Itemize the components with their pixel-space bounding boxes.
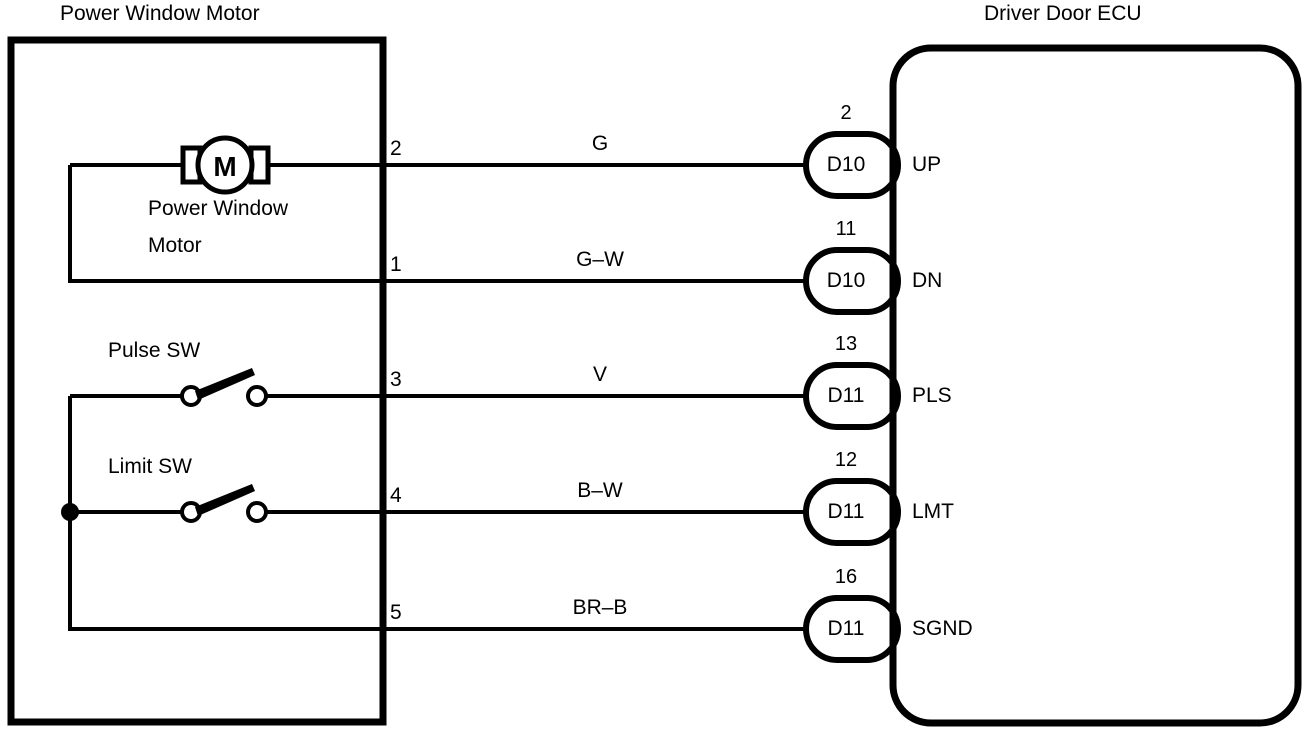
svg-text:M: M: [213, 151, 236, 182]
power-window-motor-enclosure: [7, 36, 387, 726]
connector-id-pls: D11: [827, 384, 865, 407]
ecu-signal-sgnd: SGND: [912, 617, 973, 640]
pulse-switch-symbol: [180, 368, 268, 407]
wire-color-code-3: V: [592, 363, 607, 386]
wire-color-code-5: BR–B: [572, 596, 628, 619]
motor-label-line1: Power Window: [148, 197, 289, 220]
motor-symbol: M: [180, 135, 271, 195]
terminal-number-2: 2: [390, 137, 402, 160]
connector-oval-d11-lmt: [803, 478, 901, 546]
terminal-number-5: 5: [390, 601, 402, 624]
motor-loop-wire: [68, 163, 383, 283]
wire-color-code-2: G: [591, 132, 609, 155]
power-window-motor-title: Power Window Motor: [60, 2, 260, 25]
ecu-pin-number-lmt: 12: [834, 449, 858, 471]
terminal-number-3: 3: [390, 368, 402, 391]
terminal-number-1: 1: [390, 253, 402, 276]
connector-oval-d11-sgnd: [803, 595, 901, 663]
ecu-signal-pls: PLS: [912, 384, 952, 407]
ecu-pin-number-up: 2: [840, 102, 852, 124]
connector-oval-d10-up: [803, 131, 901, 199]
wire-color-code-4: B–W: [577, 479, 623, 502]
switch-common-rail-wire: [68, 396, 383, 631]
connector-id-sgnd: D11: [827, 617, 865, 640]
junction-dot: [61, 503, 79, 521]
terminal-number-4: 4: [390, 484, 402, 507]
pulse-switch-label: Pulse SW: [108, 339, 201, 362]
motor-label-line2: Motor: [148, 234, 202, 257]
ecu-pin-number-sgnd: 16: [834, 566, 858, 588]
limit-switch-label: Limit SW: [108, 455, 192, 478]
ecu-pin-number-dn: 11: [835, 218, 857, 240]
connector-id-dn: D10: [826, 269, 866, 292]
wire-color-code-1: G–W: [576, 248, 624, 271]
connector-oval-d11-pls: [803, 362, 901, 430]
ecu-signal-up: UP: [912, 153, 942, 176]
driver-door-ecu-title: Driver Door ECU: [984, 2, 1142, 25]
ecu-signal-dn: DN: [912, 269, 943, 292]
connector-oval-d10-dn: [803, 247, 901, 315]
connector-id-lmt: D11: [827, 500, 865, 523]
ecu-signal-lmt: LMT: [912, 500, 954, 523]
connector-id-up: D10: [826, 153, 866, 176]
ecu-pin-number-pls: 13: [834, 333, 858, 355]
limit-switch-symbol: [180, 484, 268, 523]
